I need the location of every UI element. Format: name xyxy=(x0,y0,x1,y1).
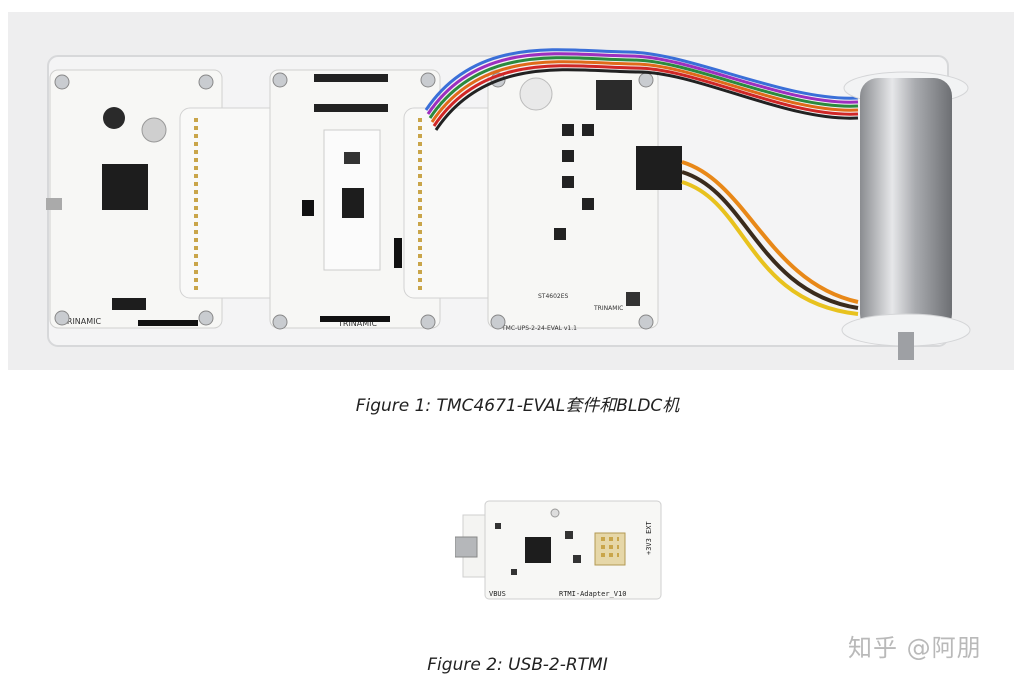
brand-label-mid: TRINAMIC xyxy=(337,319,378,328)
brand-label-left: TRINAMIC xyxy=(61,317,102,326)
board-name-label: TMC-UPS-2-24-EVAL v1.1 xyxy=(501,325,577,332)
vbus-label: VBUS xyxy=(489,590,506,598)
part-number-label: ST4602ES xyxy=(538,293,569,300)
tmc4671-eval-kit-illustration: TRINAMIC TRINAMIC xyxy=(46,48,971,360)
figure-2-caption: Figure 2: USB-2-RTMI xyxy=(427,655,608,675)
bldc-motor xyxy=(841,71,971,360)
board-tmc-ups-eval: ST4602ES TMC-UPS-2-24-EVAL v1.1 TRINAMIC xyxy=(487,69,682,332)
zhihu-watermark: 知乎 @阿朋 xyxy=(848,634,982,662)
brand-label-right: TRINAMIC xyxy=(593,305,623,312)
figure-2-photo: VBUS RTMI-Adapter_V10 +3V3 EXT xyxy=(454,495,665,605)
micro-usb-connector xyxy=(454,536,478,558)
board-tmc4671-eval: TRINAMIC xyxy=(269,69,441,330)
motor-phase-cables xyxy=(681,160,859,316)
usb-2-rtmi-adapter-illustration: VBUS RTMI-Adapter_V10 +3V3 EXT xyxy=(454,500,662,600)
encoder-cable xyxy=(424,48,859,131)
ext-label: +3V3 EXT xyxy=(645,520,653,555)
adapter-name-label: RTMI-Adapter_V10 xyxy=(559,590,626,598)
figure-1-photo: TRINAMIC TRINAMIC xyxy=(8,12,1014,370)
figure-1-caption: Figure 1: TMC4671-EVAL套件和BLDC机 xyxy=(355,396,680,416)
motor-connector-terminal xyxy=(636,146,682,190)
